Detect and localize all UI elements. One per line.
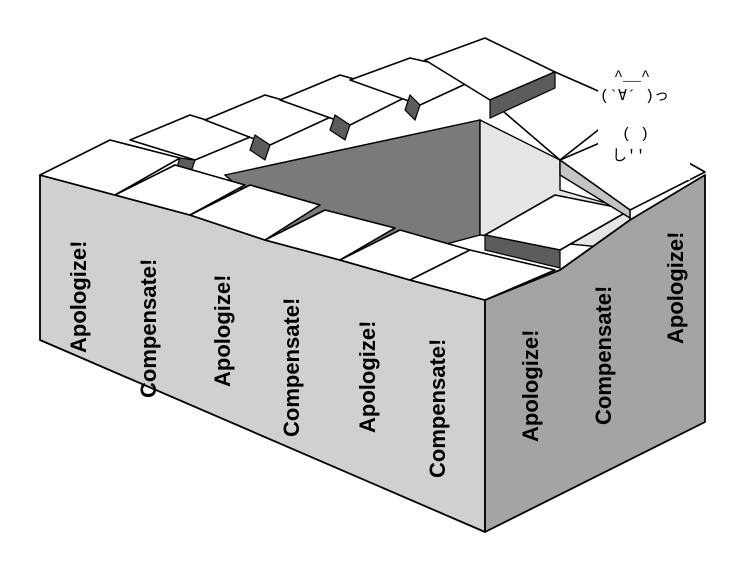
- front-step-1: [114, 164, 246, 216]
- right-step-riser: [559, 158, 631, 220]
- side-wall-labels: Apologize! Compensate! Apologize!: [518, 232, 688, 442]
- ascii-line-2: (`∀´ )っ: [600, 88, 669, 105]
- front-step-2: [189, 184, 321, 241]
- right-riser-2: [484, 234, 561, 269]
- front-label-1: Apologize!: [66, 241, 91, 353]
- back-riser-4: [404, 93, 421, 122]
- ascii-character: ^__^ (`∀´ )っ ( ) し'': [598, 68, 690, 180]
- side-wall: [484, 174, 706, 533]
- front-label-4: Compensate!: [279, 298, 304, 437]
- front-label-5: Apologize!: [355, 321, 380, 433]
- front-label-2: Compensate!: [136, 259, 161, 398]
- front-wall-labels: Apologize! Compensate! Apologize! Compen…: [66, 241, 450, 478]
- back-riser-5: [489, 71, 556, 119]
- ascii-line-1: ^__^: [614, 68, 650, 85]
- right-steps: [484, 129, 706, 269]
- front-step-5: [409, 249, 556, 301]
- side-label-1: Apologize!: [518, 330, 543, 442]
- side-label-2: Compensate!: [591, 286, 616, 425]
- front-step-3: [264, 209, 396, 261]
- ascii-background: [598, 70, 690, 180]
- front-label-3: Apologize!: [210, 275, 235, 387]
- ascii-line-4: し'': [612, 148, 645, 165]
- ascii-line-3: ( ): [622, 126, 649, 143]
- back-riser-2: [249, 134, 271, 161]
- back-steps: [39, 37, 631, 196]
- front-steps: [114, 164, 556, 301]
- front-label-6: Compensate!: [425, 339, 450, 478]
- back-riser-3: [329, 114, 351, 141]
- side-label-3: Apologize!: [663, 232, 688, 344]
